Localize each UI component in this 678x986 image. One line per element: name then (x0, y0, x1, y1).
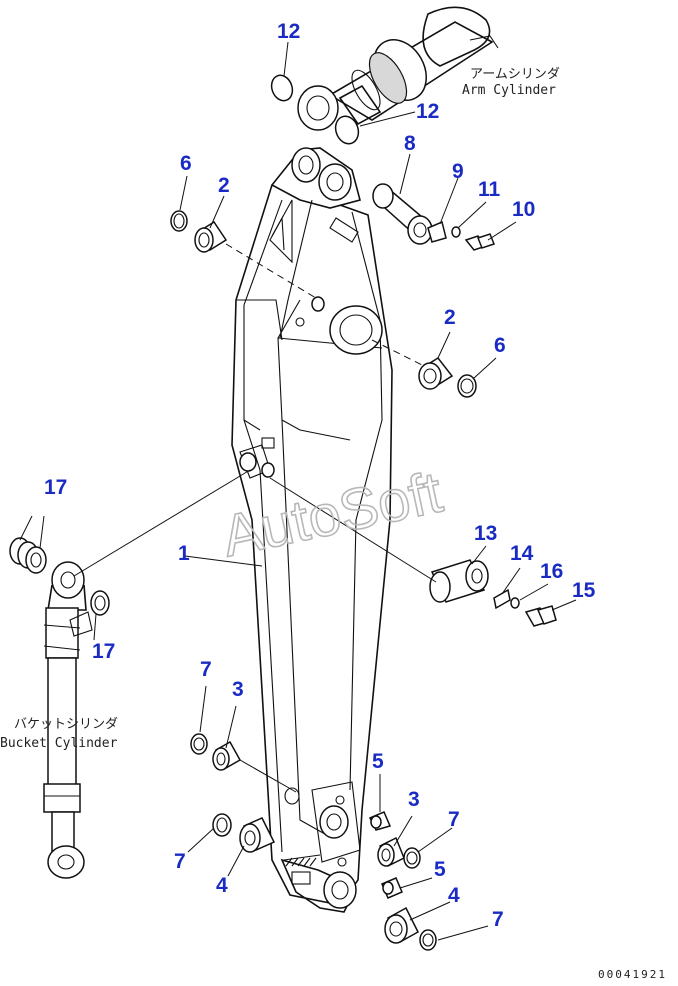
callout-5-lower: 5 (434, 858, 446, 881)
ring-6-top (170, 210, 188, 232)
callout-12-lower: 12 (416, 100, 439, 123)
washer-11 (451, 226, 461, 238)
watermark: AutoSoft (217, 460, 448, 570)
callout-7-bottom: 7 (492, 908, 504, 931)
callout-17-top: 17 (44, 476, 67, 499)
bolt-10 (464, 233, 495, 251)
bushing-4-left (239, 817, 276, 853)
callouts: 12 12 6 2 8 9 11 10 2 6 17 1 13 14 16 15… (44, 20, 596, 931)
fitting-5-lower (381, 877, 403, 899)
callout-6-right: 6 (494, 334, 506, 357)
drawing-id: 00041921 (598, 968, 667, 981)
pin-13 (429, 559, 489, 603)
callout-13: 13 (474, 522, 497, 545)
ring-7-right (403, 847, 421, 869)
callout-6-top: 6 (180, 152, 192, 175)
callout-14: 14 (510, 542, 534, 565)
callout-1: 1 (178, 542, 190, 565)
washer-16 (510, 597, 520, 609)
arm-body (231, 147, 393, 913)
bushing-3-left (212, 740, 242, 771)
bolt-15 (524, 605, 557, 627)
ring-7-left (190, 733, 208, 755)
ring-7-lower-left (212, 813, 232, 837)
callout-3-right: 3 (408, 788, 420, 811)
plate-14 (493, 588, 511, 610)
arm-cylinder (297, 6, 499, 131)
callout-3-left: 3 (232, 678, 244, 701)
bushing-2-right (418, 357, 454, 390)
callout-7-lower-left: 7 (174, 850, 186, 873)
bushing-4-right (384, 906, 419, 944)
callout-4-right: 4 (448, 884, 460, 907)
washer-12-top (270, 74, 294, 102)
ring-17-lower (90, 590, 110, 616)
bushing-2-top (194, 220, 228, 253)
callout-15: 15 (572, 579, 596, 602)
bucket-cylinder-label-jp: バケットシリンダ (14, 717, 118, 732)
callout-2-right: 2 (444, 306, 456, 329)
callout-4-left: 4 (216, 874, 228, 897)
rings-17-top (9, 537, 47, 574)
callout-11: 11 (478, 178, 501, 201)
pin-8 (372, 183, 433, 245)
arm-cylinder-label-jp: アームシリンダ (470, 67, 560, 82)
callout-9: 9 (452, 160, 464, 183)
bushing-3-right (377, 836, 405, 868)
callout-8: 8 (404, 132, 416, 155)
arm-cylinder-label-en: Arm Cylinder (462, 83, 556, 98)
fitting-5-upper (368, 811, 392, 831)
plate-9 (427, 220, 447, 243)
callout-2-top: 2 (218, 174, 230, 197)
callout-17-lower: 17 (92, 640, 115, 663)
callout-7-left: 7 (200, 658, 212, 681)
bucket-cylinder-label-en: Bucket Cylinder (0, 736, 118, 751)
callout-12-top: 12 (277, 20, 300, 43)
bucket-cylinder (43, 561, 93, 879)
callout-16: 16 (540, 560, 563, 583)
washer-12-lower (334, 115, 360, 145)
assembly-lines (73, 243, 437, 805)
leader-lines (19, 41, 577, 941)
callout-5-upper: 5 (372, 750, 384, 773)
callout-7-right: 7 (448, 808, 460, 831)
callout-10: 10 (512, 198, 535, 221)
ring-6-right (457, 374, 477, 398)
ring-7-bottom (419, 929, 437, 951)
